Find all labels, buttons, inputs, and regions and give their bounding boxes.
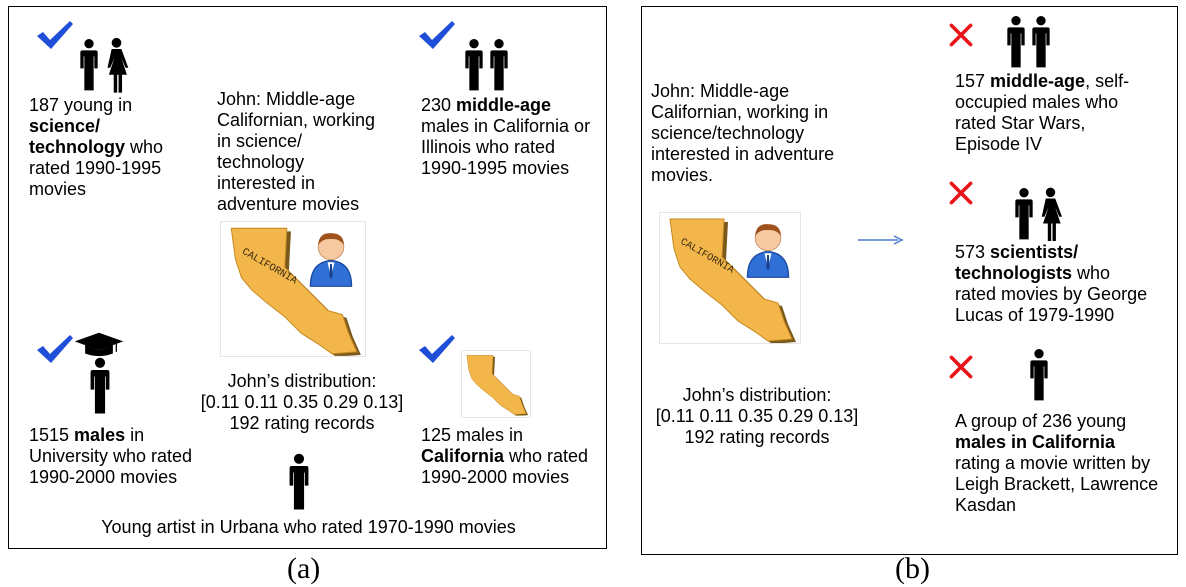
man-icon <box>288 453 310 511</box>
group-california-label: 125 males in California who rated 1990-2… <box>421 425 589 487</box>
check-icon <box>417 19 457 51</box>
group-artist-label: Young artist in Urbana who rated 1970-19… <box>101 517 516 537</box>
person-avatar-icon <box>305 228 357 288</box>
man-icon <box>1014 187 1034 241</box>
man-icon <box>1006 15 1026 69</box>
john-description: John: Middle-age Californian, working in… <box>651 81 835 185</box>
group-university-label: 1515 males in University who rated 1990-… <box>29 425 193 487</box>
john-distribution: John’s distribution: [0.11 0.11 0.35 0.2… <box>655 385 859 447</box>
check-icon <box>35 333 75 365</box>
panel-b: John: Middle-age Californian, working in… <box>641 6 1178 555</box>
woman-icon <box>104 37 129 93</box>
john-distribution: John’s distribution: [0.11 0.11 0.35 0.2… <box>200 371 404 433</box>
california-map-image: CALIFORNIA <box>659 212 801 344</box>
graduation-cap-icon <box>73 331 125 357</box>
group-middle-age-label: 230 middle-age males in California or Il… <box>421 95 591 178</box>
john-description: John: Middle-age Californian, working in… <box>217 89 376 214</box>
man-icon <box>1029 347 1049 403</box>
man-icon <box>1031 15 1051 69</box>
man-icon <box>89 357 111 415</box>
cross-icon <box>949 23 973 47</box>
arrow-icon <box>858 233 904 247</box>
man-icon <box>464 37 484 93</box>
group-young-science-label: 187 young in science/ technology who rat… <box>29 95 164 199</box>
check-icon <box>417 333 457 365</box>
panel-b-caption: (b) <box>895 552 930 585</box>
person-avatar-icon <box>742 219 794 279</box>
group-scientists-label: 573 scientists/ technologists who rated … <box>955 242 1148 325</box>
cross-icon <box>949 355 973 379</box>
man-icon <box>79 37 99 93</box>
panel-a: 187 young in science/ technology who rat… <box>8 6 607 549</box>
group-self-occupied-label: 157 middle-age, self-occupied males who … <box>955 71 1130 154</box>
woman-icon <box>1038 187 1063 241</box>
group-young-males-label: A group of 236 young males in California… <box>955 411 1159 515</box>
panel-a-caption: (a) <box>287 552 321 585</box>
man-icon <box>489 37 509 93</box>
california-map-image: CALIFORNIA <box>220 221 366 357</box>
cross-icon <box>949 181 973 205</box>
california-small-map-image <box>461 350 531 418</box>
check-icon <box>35 19 75 51</box>
